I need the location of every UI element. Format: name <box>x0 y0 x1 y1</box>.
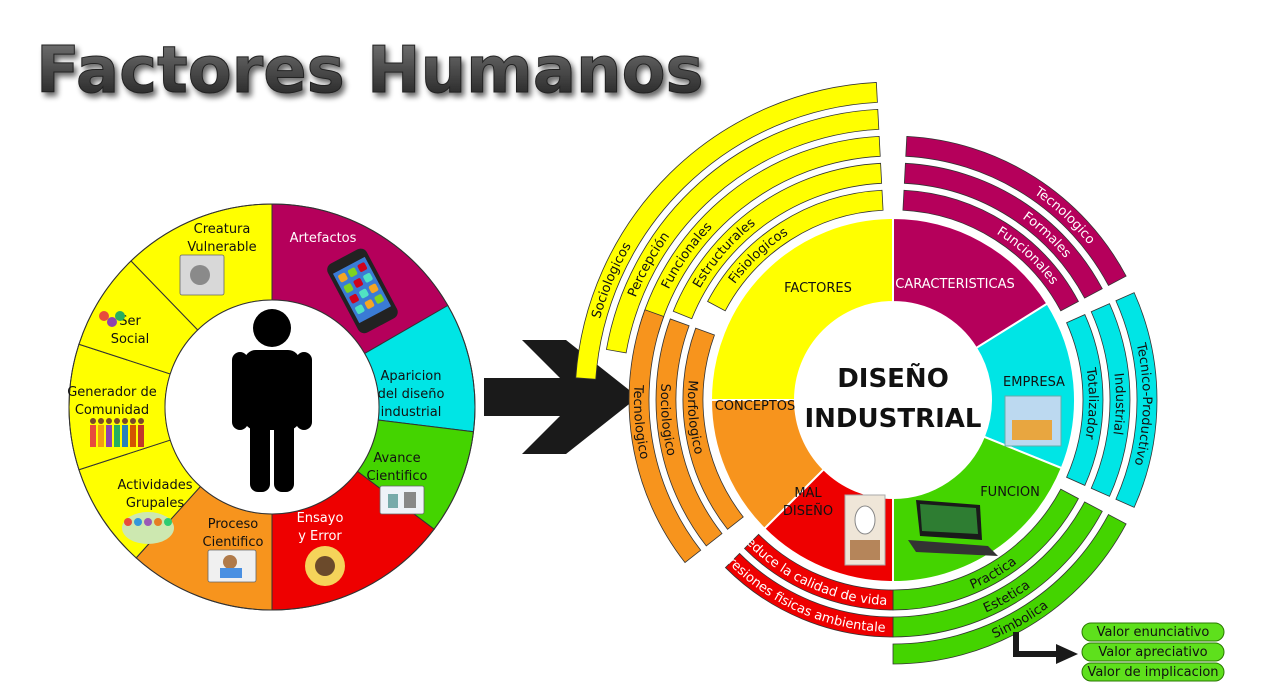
social-people-icon <box>99 311 125 327</box>
valores-connector-arrow <box>1013 632 1060 657</box>
scientist-icon <box>207 549 257 583</box>
right-chevron-arrow-icon <box>484 340 638 454</box>
left-wheel-label-1: Artefactos <box>290 231 357 246</box>
empresa-ring-band <box>1115 292 1158 508</box>
sector-label-funcion: FUNCION <box>980 485 1040 500</box>
caracteristicas-ring-band <box>902 189 1079 312</box>
empresa-ring-label: Industrial <box>1109 372 1127 436</box>
factory-icon <box>1004 395 1062 447</box>
community-people-icon <box>90 418 144 447</box>
sector-label-factores: FACTORES <box>784 281 852 296</box>
sector-label-empresa: EMPRESA <box>1003 375 1065 390</box>
hands-photo-icon <box>179 254 225 296</box>
conceptos-ring-band <box>682 327 744 530</box>
page-title: Factores Humanos <box>36 34 704 108</box>
valor-label: Valor de implicacion <box>1087 665 1218 680</box>
factores-ring-band <box>638 135 881 334</box>
smartphone-icon <box>327 248 398 334</box>
conceptos-ring-band <box>628 309 702 564</box>
laptop-icon <box>908 500 998 556</box>
empresa-ring-band <box>1066 314 1104 486</box>
valor-label: Valor enunciativo <box>1097 625 1210 640</box>
funcion-ring-band <box>892 514 1127 665</box>
mal-diseno-ring-band <box>724 552 894 638</box>
explosion-icon <box>305 546 345 586</box>
factores-ring-band <box>605 108 880 354</box>
group-activity-icon <box>122 512 174 544</box>
lab-icon <box>379 485 425 515</box>
factores-ring-band <box>707 189 884 312</box>
conceptos-ring-band <box>655 318 723 547</box>
caracteristicas-ring-band <box>903 162 1103 299</box>
sector-label-caracteristicas: CARACTERISTICAS <box>895 277 1015 292</box>
toilet-icon <box>844 494 886 566</box>
factores-ring-band <box>672 162 883 320</box>
arrowhead-icon <box>1056 644 1078 664</box>
valor-pill <box>1081 642 1225 662</box>
mal-diseno-ring-band <box>743 533 894 611</box>
person-silhouette-icon <box>232 309 312 492</box>
empresa-ring-band <box>1090 303 1131 497</box>
sector-label-conceptos: CONCEPTOS <box>715 399 796 414</box>
valor-pill <box>1081 622 1225 642</box>
valor-pill <box>1081 662 1225 682</box>
empresa-ring-label: Totalizador <box>1081 366 1100 441</box>
valor-label: Valor apreciativo <box>1098 645 1207 660</box>
factores-ring-band <box>575 82 878 380</box>
caracteristicas-ring-band <box>905 135 1127 286</box>
